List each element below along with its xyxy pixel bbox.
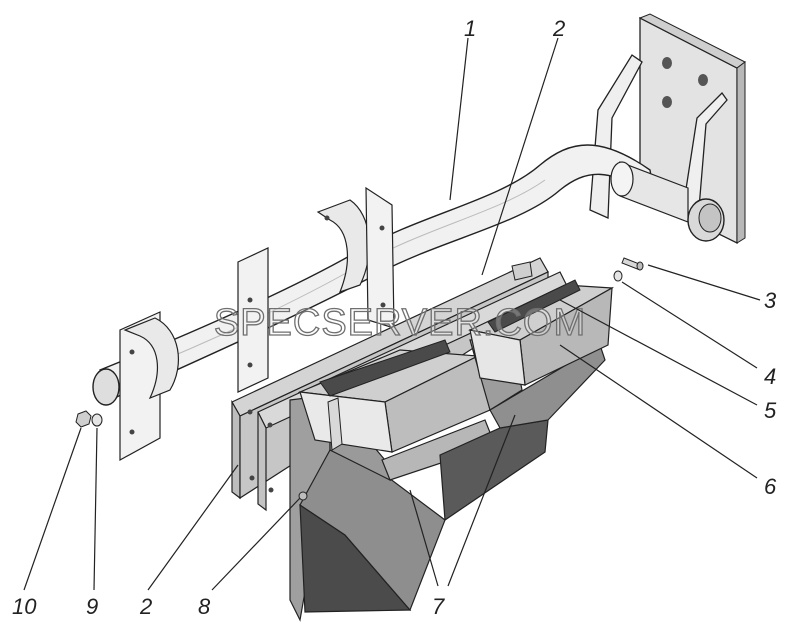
nut-10-icon <box>75 410 92 428</box>
callout-2-top: 2 <box>552 16 565 41</box>
callout-6: 6 <box>764 474 777 499</box>
bolt-hole-icon <box>698 74 708 86</box>
callout-8: 8 <box>198 594 211 619</box>
tube-clamp <box>119 311 179 462</box>
bolt-head-icon <box>636 261 644 271</box>
callout-10: 10 <box>12 594 37 619</box>
callout-2-bottom: 2 <box>139 594 152 619</box>
bolt-3 <box>621 257 644 271</box>
washer-4-icon <box>613 270 623 282</box>
bolt-hole-icon <box>662 96 672 108</box>
tube-end-cap-icon <box>92 368 120 406</box>
tube-clamp <box>316 186 395 329</box>
callout-5: 5 <box>764 398 777 423</box>
callout-1: 1 <box>464 16 476 41</box>
callout-3: 3 <box>764 288 777 313</box>
watermark-text: SPECSERVER.COM <box>214 302 586 344</box>
tube-clamp <box>237 247 269 393</box>
washer-9-icon <box>91 413 103 427</box>
callout-7: 7 <box>432 594 445 619</box>
bolt-icon <box>298 491 308 501</box>
leader-lines <box>23 37 761 591</box>
bolt-hole-icon <box>662 57 672 69</box>
splash-guard-left <box>289 339 496 622</box>
callout-9: 9 <box>86 594 98 619</box>
callout-4: 4 <box>764 364 776 389</box>
splash-guard-right <box>439 261 615 522</box>
